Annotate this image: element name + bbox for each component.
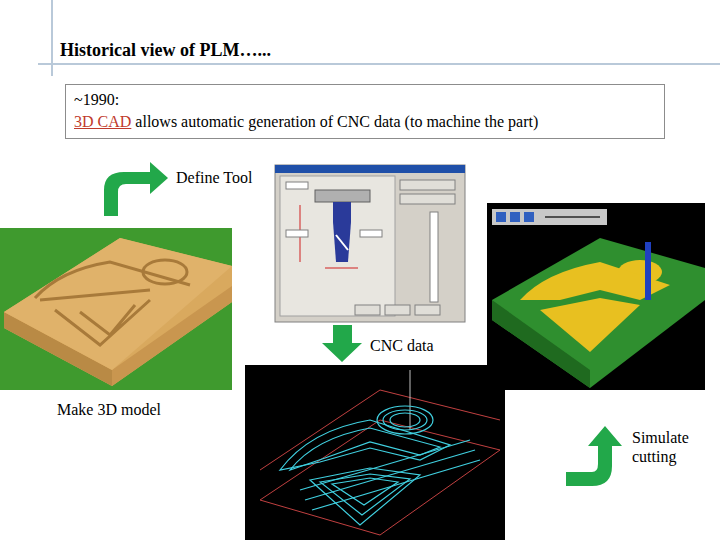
slide-title: Historical view of PLM…... bbox=[60, 40, 271, 61]
highlight-term: 3D CAD bbox=[74, 113, 131, 130]
step-label: CNC data bbox=[370, 336, 434, 355]
date-text: ~1990: bbox=[74, 89, 656, 111]
body-line: 3D CADallows automatic generation of CNC… bbox=[74, 111, 656, 133]
flow-arrow bbox=[566, 426, 622, 486]
cnc-toolpath-image bbox=[245, 365, 505, 540]
model-image bbox=[0, 228, 232, 390]
tool-dialog bbox=[275, 165, 465, 322]
note-box: ~1990:3D CADallows automatic generation … bbox=[65, 84, 665, 139]
body-text: allows automatic generation of CNC data … bbox=[135, 113, 538, 130]
simulation-image bbox=[487, 203, 705, 390]
step-label: Define Tool bbox=[176, 168, 252, 187]
step-label: Make 3D model bbox=[57, 400, 161, 419]
flow-arrow bbox=[104, 162, 168, 216]
step-label: Simulate cutting bbox=[632, 428, 710, 466]
flow-arrow bbox=[322, 325, 362, 362]
rule-line bbox=[38, 63, 720, 65]
